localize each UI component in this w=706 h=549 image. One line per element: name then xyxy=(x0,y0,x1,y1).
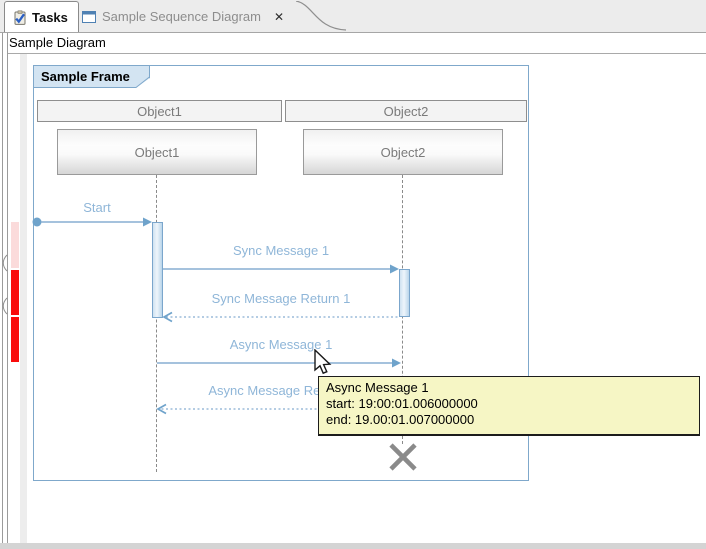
mouse-cursor-icon xyxy=(313,348,335,381)
lifeline-object1[interactable] xyxy=(156,175,157,472)
tooltip-title: Async Message 1 xyxy=(326,380,429,395)
tooltip-end-time: end: 19.00:01.007000000 xyxy=(326,412,475,427)
time-compression-segment[interactable] xyxy=(11,270,19,315)
time-compression-segment[interactable] xyxy=(11,222,19,268)
left-border-outer xyxy=(2,33,3,543)
page-title: Sample Diagram xyxy=(9,35,106,50)
tab-tasks-label: Tasks xyxy=(32,9,68,25)
tab-sample-sequence-diagram[interactable]: Sample Sequence Diagram ✕ xyxy=(82,1,284,32)
time-compression-segment[interactable] xyxy=(11,317,19,362)
close-icon[interactable]: ✕ xyxy=(273,9,285,24)
tab-tasks[interactable]: Tasks xyxy=(4,1,79,32)
sequence-frame[interactable] xyxy=(33,65,529,481)
tasks-clipboard-icon xyxy=(12,10,27,25)
diagram-canvas: Sample Frame Object1 Object2 Object1 Obj… xyxy=(8,54,706,543)
tab-curve-decoration xyxy=(295,0,348,37)
lifeline-box-object1[interactable]: Object1 xyxy=(57,129,257,175)
frame-label[interactable]: Sample Frame xyxy=(33,65,150,88)
object-header-2[interactable]: Object2 xyxy=(285,100,527,122)
execution-bar-object2[interactable] xyxy=(399,269,410,317)
lifeline-box-object1-label: Object1 xyxy=(134,144,180,160)
tooltip: Async Message 1 start: 19:00:01.00600000… xyxy=(318,376,700,436)
execution-bar-object1[interactable] xyxy=(152,222,163,318)
bottom-trim-bar xyxy=(0,543,706,549)
left-border-inner xyxy=(7,33,8,543)
sash-handle-decoration xyxy=(1,254,8,321)
tab-bar: Tasks Sample Sequence Diagram ✕ xyxy=(0,0,706,33)
tab-sequence-label: Sample Sequence Diagram xyxy=(102,9,261,24)
message-label-sync-return-1[interactable]: Sync Message Return 1 xyxy=(211,291,351,306)
object-header-1-label: Object1 xyxy=(137,103,182,119)
object-header-2-label: Object2 xyxy=(383,103,429,119)
message-label-sync-1[interactable]: Sync Message 1 xyxy=(232,243,330,258)
view-header: Sample Diagram xyxy=(8,33,706,54)
tooltip-start-time: start: 19:00:01.006000000 xyxy=(326,396,478,411)
object-header-1[interactable]: Object1 xyxy=(37,100,282,122)
message-label-start[interactable]: Start xyxy=(83,200,111,215)
lifeline-box-object2[interactable]: Object2 xyxy=(303,129,503,175)
scroll-strip xyxy=(20,54,27,543)
message-label-async-1[interactable]: Async Message 1 xyxy=(229,337,333,352)
sequence-diagram-icon xyxy=(82,10,96,23)
message-label-async-return-1[interactable]: Async Message Return 1 xyxy=(208,383,354,398)
destruction-x-icon[interactable] xyxy=(388,442,418,477)
lifeline-box-object2-label: Object2 xyxy=(380,144,426,160)
